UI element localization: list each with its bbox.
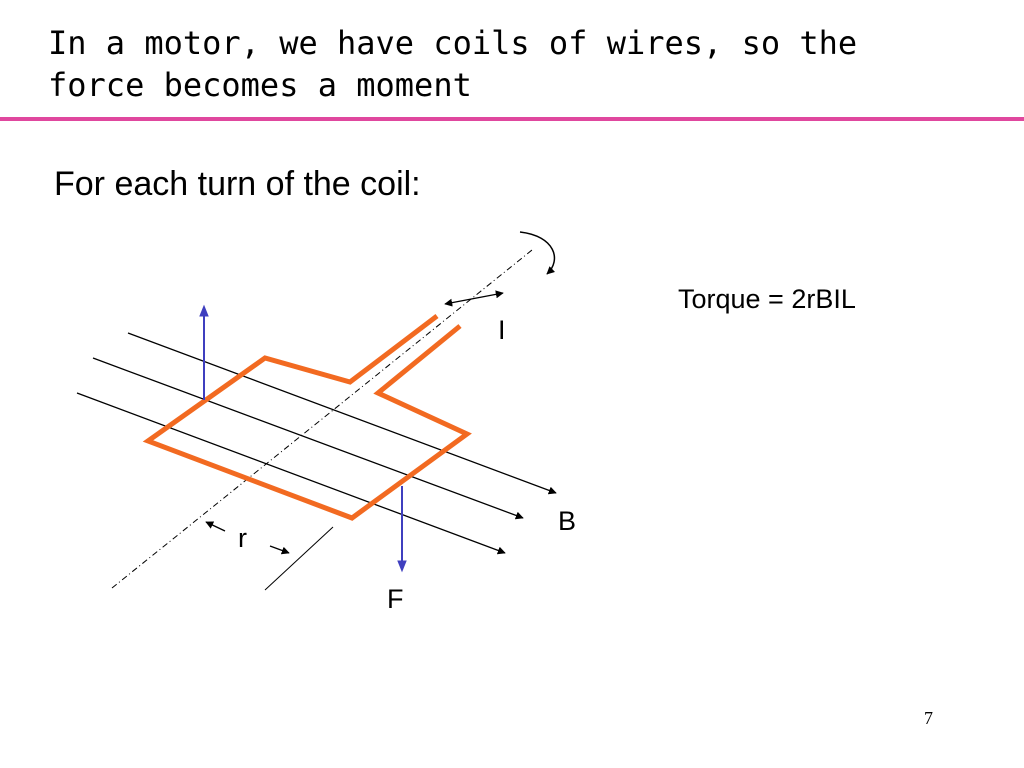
force-label: F <box>387 584 404 614</box>
radius-label: r <box>238 523 247 553</box>
current-arrow <box>444 290 504 307</box>
rotation-axis <box>111 249 533 589</box>
slide-title: In a motor, we have coils of wires, so t… <box>48 24 858 104</box>
page-number: 7 <box>924 708 933 728</box>
field-label: B <box>558 506 577 536</box>
radius-arrow-right <box>269 545 290 555</box>
torque-formula: Torque = 2rBIL <box>678 284 856 314</box>
coil-wire <box>142 314 472 521</box>
radius-arrow-left <box>205 521 226 532</box>
radius-reference-line <box>264 526 334 591</box>
coil-subtitle: For each turn of the coil: <box>54 165 421 203</box>
field-line <box>92 357 524 520</box>
current-label: I <box>498 315 506 345</box>
field-line <box>76 392 506 555</box>
field-line <box>127 332 557 495</box>
rotation-arrow <box>519 231 556 275</box>
title-divider <box>0 117 1024 121</box>
